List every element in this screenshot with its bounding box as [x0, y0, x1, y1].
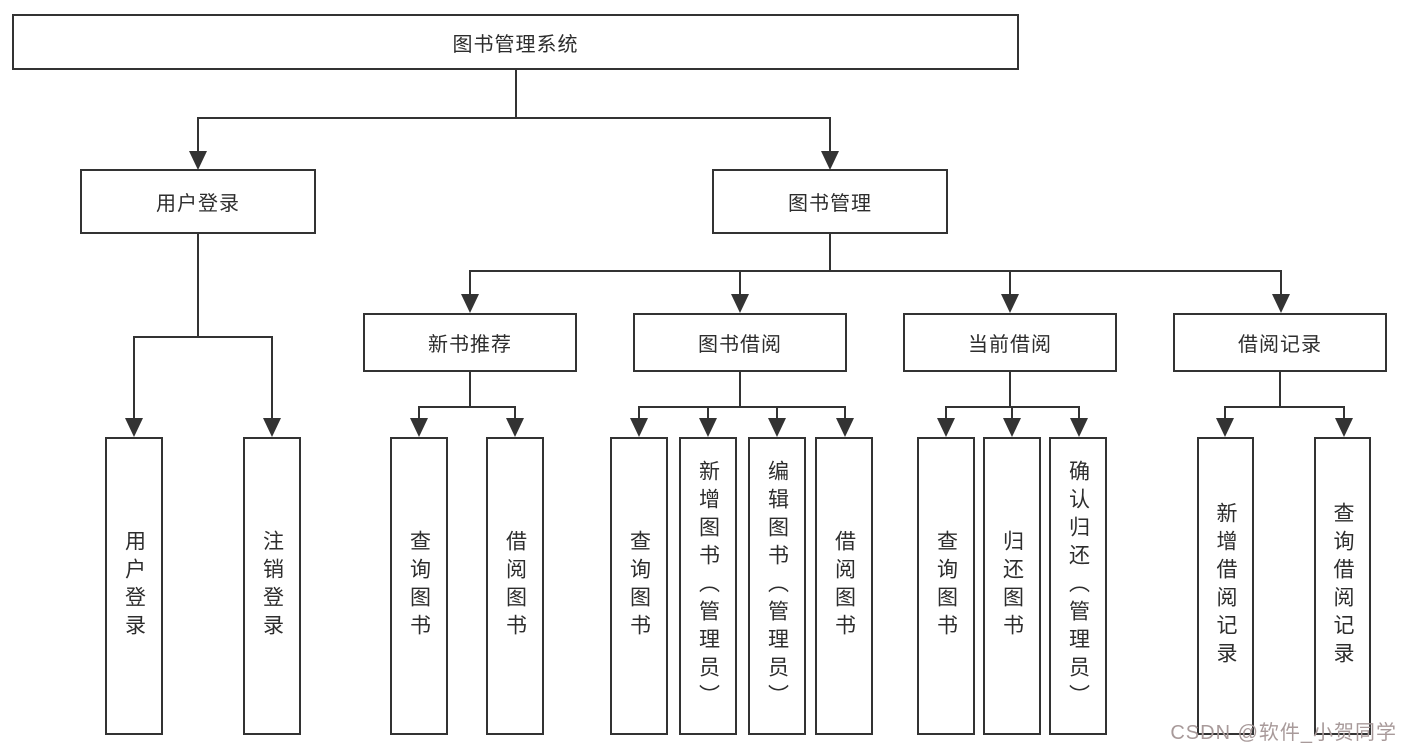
connector-line — [1280, 270, 1282, 297]
node-borrow-record: 借阅记录 — [1173, 313, 1387, 372]
arrow-down-icon — [768, 418, 786, 437]
connector-line — [638, 406, 640, 421]
leaf-borrow-borrow: 借阅图书 — [815, 437, 873, 735]
arrow-down-icon — [699, 418, 717, 437]
csdn-watermark: CSDN @软件_小贺同学 — [1170, 722, 1397, 744]
leaf-user-login: 用户登录 — [105, 437, 163, 735]
connector-line — [197, 117, 831, 119]
arrow-down-icon — [506, 418, 524, 437]
node-root: 图书管理系统 — [12, 14, 1019, 70]
node-book-borrow-label: 图书借阅 — [698, 334, 782, 356]
node-book-mgmt: 图书管理 — [712, 169, 948, 234]
connector-line — [776, 406, 778, 421]
arrow-down-icon — [821, 151, 839, 170]
leaf-newbook-query: 查询图书 — [390, 437, 448, 735]
leaf-newbook-borrow-label: 借阅图书 — [503, 530, 527, 642]
leaf-borrow-borrow-label: 借阅图书 — [832, 530, 856, 642]
node-book-borrow: 图书借阅 — [633, 313, 847, 372]
connector-line — [418, 406, 516, 408]
connector-line — [271, 336, 273, 421]
node-borrow-record-label: 借阅记录 — [1238, 334, 1322, 356]
node-user-login-label: 用户登录 — [156, 193, 240, 215]
connector-line — [1279, 372, 1281, 408]
connector-line — [133, 336, 135, 421]
connector-line — [829, 117, 831, 154]
leaf-borrow-query: 查询图书 — [610, 437, 668, 735]
node-user-login: 用户登录 — [80, 169, 316, 234]
connector-line — [514, 406, 516, 421]
arrow-down-icon — [410, 418, 428, 437]
connector-line — [1224, 406, 1226, 421]
leaf-user-login-label: 用户登录 — [122, 530, 146, 642]
node-current-borrow: 当前借阅 — [903, 313, 1117, 372]
arrow-down-icon — [461, 294, 479, 313]
leaf-newbook-borrow: 借阅图书 — [486, 437, 544, 735]
connector-line — [197, 117, 199, 154]
leaf-borrow-add-admin: 新增图书（管理员） — [679, 437, 737, 735]
leaf-borrow-add-admin-label: 新增图书（管理员） — [696, 460, 720, 712]
connector-line — [739, 270, 741, 297]
arrow-down-icon — [630, 418, 648, 437]
leaf-record-query: 查询借阅记录 — [1314, 437, 1371, 735]
arrow-down-icon — [263, 418, 281, 437]
node-current-borrow-label: 当前借阅 — [968, 334, 1052, 356]
connector-line — [844, 406, 846, 421]
leaf-current-confirm-admin-label: 确认归还（管理员） — [1066, 460, 1090, 712]
connector-line — [469, 270, 1282, 272]
connector-line — [1009, 372, 1011, 408]
leaf-record-add: 新增借阅记录 — [1197, 437, 1254, 735]
connector-line — [1011, 406, 1013, 421]
node-new-book-label: 新书推荐 — [428, 334, 512, 356]
leaf-record-query-label: 查询借阅记录 — [1331, 502, 1354, 670]
connector-line — [739, 372, 741, 408]
leaf-newbook-query-label: 查询图书 — [407, 530, 431, 642]
connector-line — [133, 336, 273, 338]
leaf-borrow-edit-admin: 编辑图书（管理员） — [748, 437, 806, 735]
arrow-down-icon — [731, 294, 749, 313]
connector-line — [829, 234, 831, 272]
arrow-down-icon — [1216, 418, 1234, 437]
connector-line — [638, 406, 846, 408]
arrow-down-icon — [1001, 294, 1019, 313]
leaf-current-return: 归还图书 — [983, 437, 1041, 735]
connector-line — [1224, 406, 1345, 408]
connector-line — [469, 270, 471, 297]
leaf-record-add-label: 新增借阅记录 — [1214, 502, 1237, 670]
connector-line — [1343, 406, 1345, 421]
connector-line — [945, 406, 947, 421]
connector-line — [515, 70, 517, 118]
connector-line — [1009, 270, 1011, 297]
connector-line — [707, 406, 709, 421]
node-new-book: 新书推荐 — [363, 313, 577, 372]
leaf-logout: 注销登录 — [243, 437, 301, 735]
arrow-down-icon — [189, 151, 207, 170]
leaf-current-query: 查询图书 — [917, 437, 975, 735]
leaf-borrow-query-label: 查询图书 — [627, 530, 651, 642]
leaf-borrow-edit-admin-label: 编辑图书（管理员） — [765, 460, 789, 712]
node-root-label: 图书管理系统 — [452, 33, 579, 56]
node-book-mgmt-label: 图书管理 — [788, 193, 872, 215]
arrow-down-icon — [836, 418, 854, 437]
arrow-down-icon — [125, 418, 143, 437]
arrow-down-icon — [1070, 418, 1088, 437]
leaf-current-query-label: 查询图书 — [934, 530, 958, 642]
arrow-down-icon — [937, 418, 955, 437]
arrow-down-icon — [1335, 418, 1353, 437]
leaf-current-confirm-admin: 确认归还（管理员） — [1049, 437, 1107, 735]
arrow-down-icon — [1272, 294, 1290, 313]
connector-line — [1078, 406, 1080, 421]
arrow-down-icon — [1003, 418, 1021, 437]
connector-line — [197, 234, 199, 338]
leaf-logout-label: 注销登录 — [260, 530, 284, 642]
connector-line — [418, 406, 420, 421]
connector-line — [469, 372, 471, 408]
leaf-current-return-label: 归还图书 — [1000, 530, 1024, 642]
